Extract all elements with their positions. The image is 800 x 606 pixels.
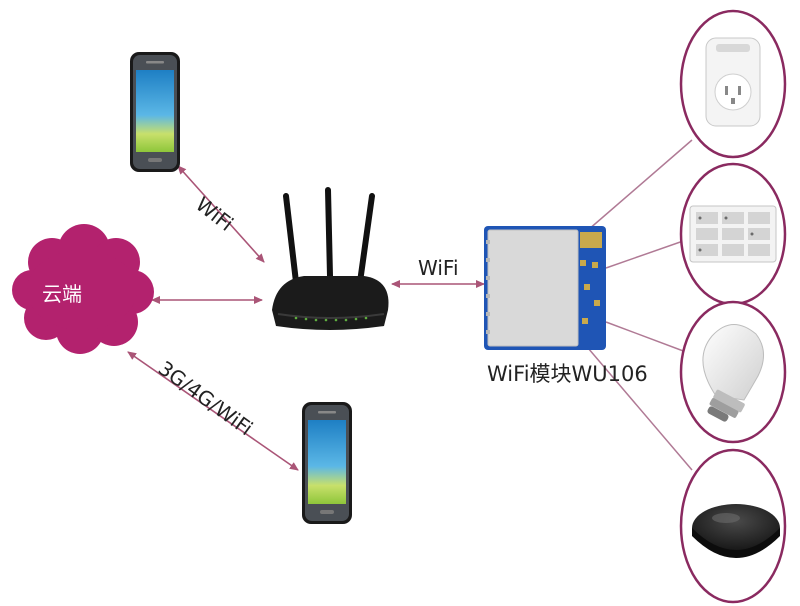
- switch-panel-icon: [689, 205, 777, 263]
- connector-panel: [605, 239, 687, 269]
- module-device-connectors: [587, 139, 693, 471]
- ir-remote-hub-icon: [692, 504, 780, 558]
- light-bulb-icon: [702, 324, 764, 422]
- cloud-shape: [12, 224, 154, 354]
- smartphone-icon-top: [130, 52, 180, 172]
- cloud-label: 云端: [42, 282, 82, 306]
- arrow-cloud-phone: [127, 351, 299, 471]
- connector-plug: [587, 139, 693, 231]
- connector-bulb: [605, 321, 687, 353]
- link-label-router-module: WiFi: [418, 256, 459, 280]
- arrow-phone-router: [177, 165, 265, 263]
- smartphone-icon-bottom: [302, 402, 352, 524]
- link-arrows: [127, 165, 485, 471]
- wifi-module-chip: [484, 226, 606, 350]
- connector-hub: [587, 347, 693, 471]
- smart-plug-icon: [705, 37, 761, 127]
- module-name-label: WiFi模块WU106: [487, 362, 648, 386]
- wifi-router-icon: [272, 187, 389, 330]
